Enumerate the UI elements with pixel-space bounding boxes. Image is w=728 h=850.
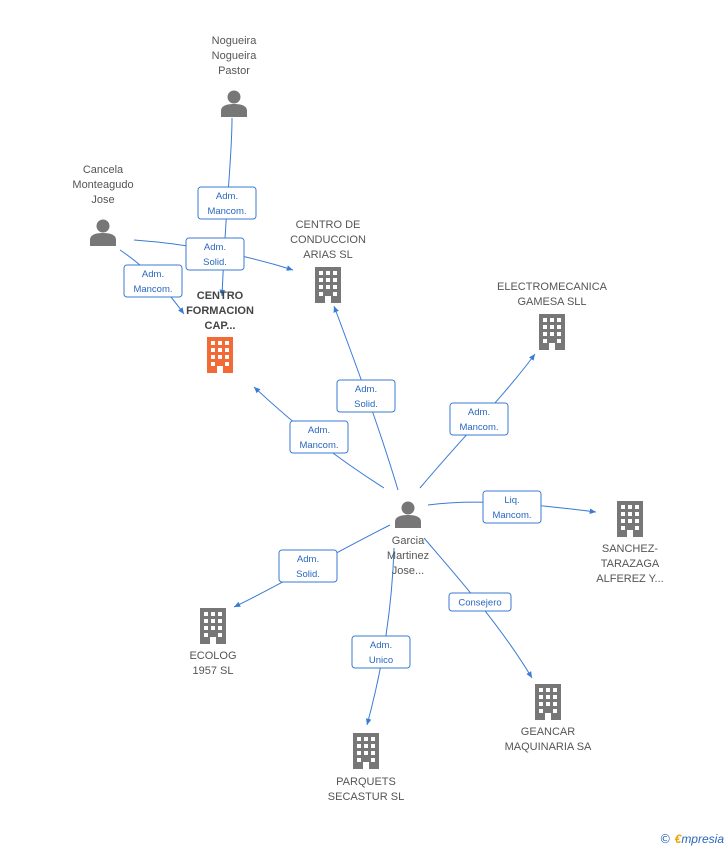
edge-label-text: Adm. [142,269,164,280]
edge-label-text: Mancom. [207,206,246,217]
node-centro_formacion[interactable]: CENTRO FORMACION CAP... [186,290,254,373]
edge-label-box [351,635,411,669]
edge-label-text: Mancom. [492,510,531,521]
building-icon [539,314,565,350]
edge-label-box [197,186,257,220]
edge-label-text: Adm. [355,384,377,395]
person-icon [221,90,247,117]
brand-logo-e: € [674,832,682,846]
node-label: PARQUETS [336,776,396,788]
edge-label-text: Adm. [370,640,392,651]
edge-label-text: Mancom. [133,284,172,295]
node-label: ECOLOG [189,650,236,662]
node-label: 1957 SL [193,665,234,677]
footer-brand[interactable]: © €mpresia [659,832,724,846]
edge-label-garcia-to-sanchez[interactable]: Liq. Mancom. [482,490,542,524]
brand-name: mpresia [681,832,724,846]
edge-label-text: Adm. [468,407,490,418]
node-label: Cancela [83,164,124,176]
node-label: Martinez [387,550,429,562]
node-label: SANCHEZ- [602,543,659,555]
nodes-layer: NogueiraNogueiraPastorCancelaMonteagudoJ… [72,35,663,803]
node-label: CAP... [205,320,236,332]
edge-label-box [482,490,542,524]
node-label: ALFEREZ Y... [596,573,663,585]
node-label: Jose [91,194,114,206]
edge-label-box [449,402,509,436]
edge-label-text: Adm. [204,242,226,253]
edge-label-garcia-to-geancar[interactable]: Consejero [448,592,512,612]
node-label: Nogueira [212,50,258,62]
edge-label-box [123,264,183,298]
edge-label-garcia-to-centro_formacion[interactable]: Adm. Mancom. [289,420,349,454]
edge-label-box [185,237,245,271]
node-geancar[interactable]: GEANCAR MAQUINARIA SA [505,684,592,753]
edge-label-text: Adm. [308,425,330,436]
node-garcia[interactable]: GarciaMartinezJose... [387,501,429,578]
node-label: CONDUCCION [290,234,366,246]
node-label: CENTRO [197,290,244,302]
node-electromecanica[interactable]: ELECTROMECANICA GAMESA SLL [497,281,608,350]
edge-label-text: Solid. [296,569,320,580]
person-icon [90,219,116,246]
edge-label-garcia-to-electromecanica[interactable]: Adm. Mancom. [449,402,509,436]
node-label: FORMACION [186,305,254,317]
node-label: ARIAS SL [303,249,353,261]
edge-label-cancela-to-centro_conduccion[interactable]: Adm. Solid. [185,237,245,271]
edges-layer [119,117,597,726]
node-label: TARAZAGA [601,558,660,570]
edge-label-text: Liq. [504,495,519,506]
node-label: GEANCAR [521,726,575,738]
edge-label-box [289,420,349,454]
building-icon [200,608,226,644]
edge-label-box [336,379,396,413]
edge-label-box [448,592,512,612]
node-centro_conduccion[interactable]: CENTRO DE CONDUCCION ARIAS SL [290,219,366,303]
node-parquets[interactable]: PARQUETS SECASTUR SL [328,733,404,803]
edge-labels-layer: Adm. Mancom. Adm. Solid. Adm. Mancom. Adm. Manc… [123,186,542,669]
edge-label-cancela-to-centro_formacion[interactable]: Adm. Mancom. [123,264,183,298]
node-label: Garcia [392,535,425,547]
edge-label-text: Adm. [216,191,238,202]
building-icon [353,733,379,769]
edge-label-garcia-to-ecolog[interactable]: Adm. Solid. [278,549,338,583]
node-label: Pastor [218,65,250,77]
node-label: GAMESA SLL [517,296,586,308]
edge-label-text: Mancom. [299,440,338,451]
node-label: CENTRO DE [296,219,361,231]
building-icon [207,337,233,373]
edge-label-text: Unico [369,655,393,666]
edge-label-text: Solid. [203,257,227,268]
node-label: ELECTROMECANICA [497,281,608,293]
edge-label-text: Adm. [297,554,319,565]
edge-label-nogueira-to-centro_formacion[interactable]: Adm. Mancom. [197,186,257,220]
node-label: MAQUINARIA SA [505,741,592,753]
building-icon [535,684,561,720]
person-icon [395,501,421,528]
node-label: SECASTUR SL [328,791,404,803]
edge-label-box [278,549,338,583]
node-sanchez[interactable]: SANCHEZ- TARAZAGA ALFEREZ Y... [596,501,664,585]
edge-label-text: Consejero [458,598,501,609]
edge-label-text: Mancom. [459,422,498,433]
node-label: Jose... [392,565,424,577]
edge-label-text: Solid. [354,399,378,410]
building-icon [315,267,341,303]
node-label: Monteagudo [72,179,133,191]
copyright-symbol: © [659,832,672,846]
edge-label-garcia-to-parquets[interactable]: Adm. Unico [351,635,411,669]
edge-label-garcia-to-centro_conduccion[interactable]: Adm. Solid. [336,379,396,413]
node-ecolog[interactable]: ECOLOG 1957 SL [189,608,237,677]
building-icon [617,501,643,537]
node-label: Nogueira [212,35,258,47]
